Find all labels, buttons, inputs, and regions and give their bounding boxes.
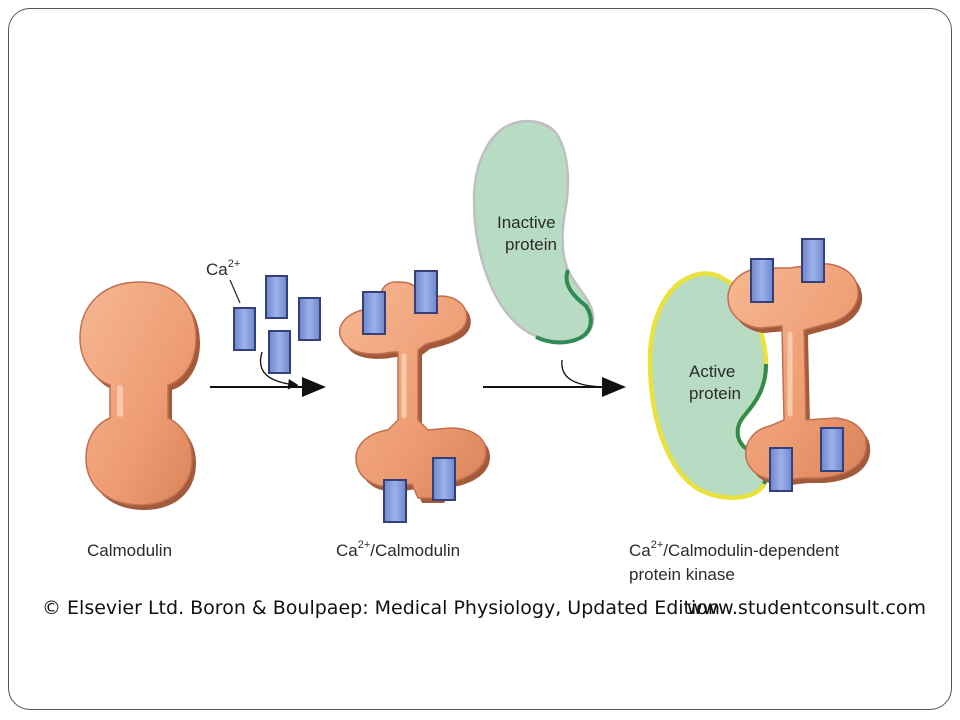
inactive-protein: Inactive protein: [472, 119, 595, 345]
kinase-label-line2: protein kinase: [629, 565, 735, 584]
bound-calcium-ion: [414, 270, 438, 314]
ca-binding-curve: [259, 351, 299, 390]
protein-binding-curve: [561, 359, 605, 388]
active-protein-label-2: protein: [689, 384, 741, 403]
ca-ion-label: Ca2+: [206, 258, 240, 279]
ca-calmodulin-shape: [339, 270, 490, 523]
calcium-ion: [268, 330, 291, 374]
bound-calcium-ion: [769, 447, 793, 492]
active-protein-label-1: Active: [689, 362, 735, 381]
website-credit: www.studentconsult.com: [687, 597, 926, 619]
bound-calcium-ion: [432, 457, 456, 501]
bound-calcium-ion: [820, 427, 844, 472]
inactive-protein-label-2: protein: [505, 235, 557, 254]
bound-calcium-ion: [801, 238, 825, 283]
inactive-protein-label-1: Inactive: [497, 213, 556, 232]
calcium-ion: [233, 307, 256, 351]
calmodulin-label: Calmodulin: [87, 541, 172, 560]
calmodulin-shape: [79, 281, 200, 510]
calcium-ion: [265, 275, 288, 319]
bound-calcium-ion: [362, 291, 386, 335]
calcium-ion: [298, 297, 321, 341]
ca-label-leader: [229, 279, 241, 304]
calcium-ion-group: [233, 275, 321, 374]
kinase-label-line1: Ca2+/Calmodulin-dependent: [629, 539, 839, 560]
kinase-calmodulin-shape: [727, 238, 871, 492]
ca-calmodulin-label: Ca2+/Calmodulin: [336, 539, 460, 560]
bound-calcium-ion: [383, 479, 407, 523]
copyright-credit: © Elsevier Ltd. Boron & Boulpaep: Medica…: [42, 597, 720, 619]
bound-calcium-ion: [750, 258, 774, 303]
